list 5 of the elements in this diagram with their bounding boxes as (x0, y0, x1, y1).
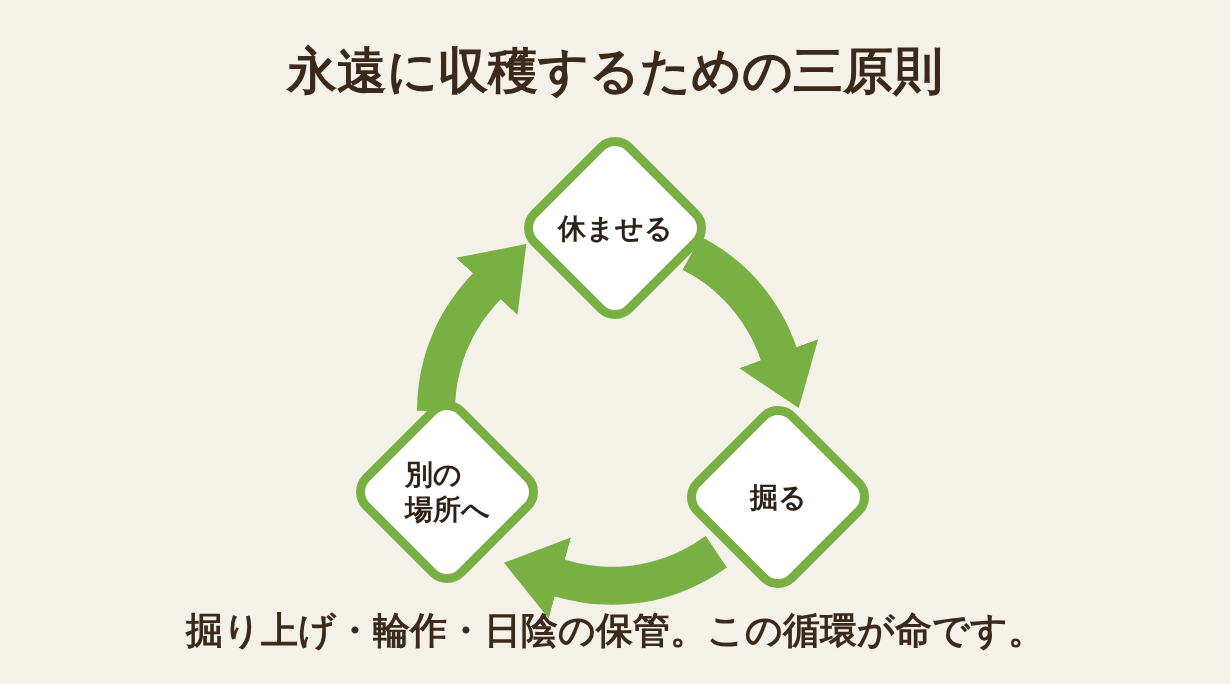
title: 永遠に収穫するための三原則 (287, 41, 943, 102)
node-label: 掘る (749, 479, 807, 515)
node-label: 別の場所へ (404, 457, 490, 527)
node-label: 休ませる (557, 210, 673, 246)
caption: 掘り上げ・輪作・日陰の保管。この循環が命です。 (185, 608, 1045, 654)
